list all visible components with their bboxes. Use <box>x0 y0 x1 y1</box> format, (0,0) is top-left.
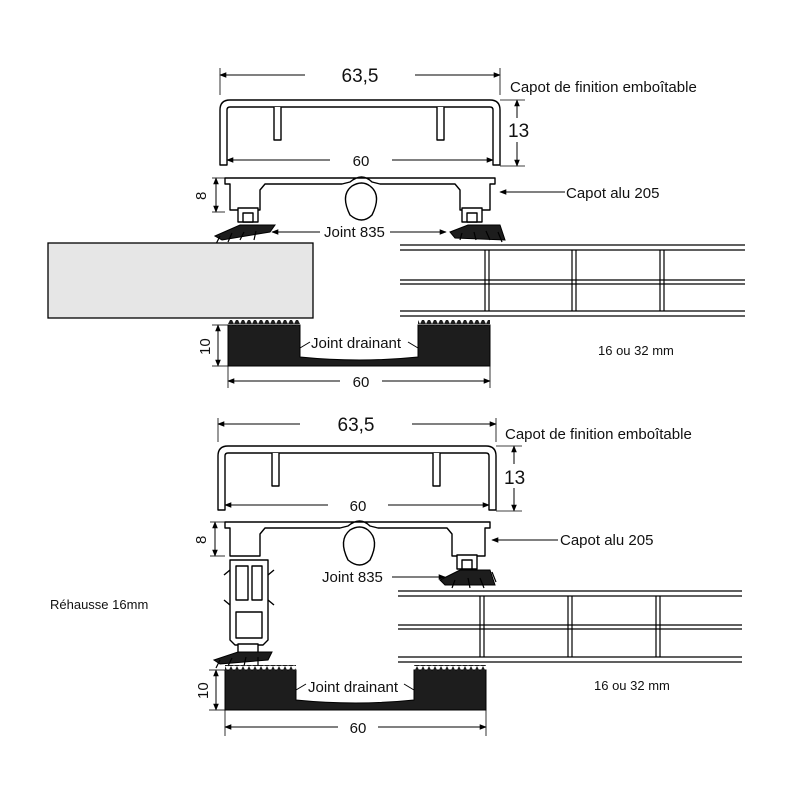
top-base-width-dimension: 60 <box>227 366 491 391</box>
top-base-width-label: 60 <box>353 374 370 391</box>
bottom-section: 63,5 60 13 Capot de finition emboîtable <box>50 415 742 737</box>
bottom-alu-height-dimension: 8 <box>193 521 225 557</box>
bottom-right-gasket-foot <box>439 569 497 589</box>
top-section: 63,5 60 13 Capot de finition emboîtable <box>47 66 745 391</box>
bottom-drain-gasket: Joint drainant <box>224 665 487 711</box>
top-cap-label: Capot de finition emboîtable <box>510 79 697 96</box>
top-cap-inner-dimension: 60 <box>226 153 494 170</box>
top-finishing-cap <box>219 99 501 166</box>
top-drain-label: Joint drainant <box>311 335 402 352</box>
top-cap-height-dimension: 13 <box>500 99 529 167</box>
top-alu-label: Capot alu 205 <box>566 185 659 202</box>
bottom-cap-label: Capot de finition emboîtable <box>505 426 692 443</box>
bottom-joint-callout: Joint 835 <box>322 569 446 586</box>
top-cap-height-label: 13 <box>508 121 529 142</box>
top-alu-height-label: 8 <box>193 192 210 200</box>
top-multiwall-panel <box>400 244 745 317</box>
top-width-label: 63,5 <box>342 66 379 87</box>
top-joint-label: Joint 835 <box>324 224 385 241</box>
bottom-alu-label: Capot alu 205 <box>560 532 653 549</box>
bottom-joint-label: Joint 835 <box>322 569 383 586</box>
top-panel-thickness-label: 16 ou 32 mm <box>598 343 674 358</box>
bottom-cap-inner-label: 60 <box>350 498 367 515</box>
bottom-left-gasket-foot <box>212 651 273 669</box>
bottom-drain-height-label: 10 <box>195 682 212 699</box>
top-gasket-feet <box>213 224 506 245</box>
bottom-cap-height-dimension: 13 <box>496 445 525 512</box>
bottom-alu-height-label: 8 <box>193 536 210 544</box>
top-drain-height-dimension: 10 <box>197 324 228 367</box>
top-alu-cap <box>224 176 496 223</box>
bottom-drain-height-dimension: 10 <box>195 669 225 711</box>
top-alu-height-dimension: 8 <box>193 177 225 213</box>
bottom-width-dimension: 63,5 <box>217 415 497 442</box>
top-drain-gasket: Joint drainant <box>227 320 491 367</box>
bottom-width-label: 63,5 <box>338 415 375 436</box>
bottom-multiwall-panel <box>398 590 742 663</box>
bottom-cap-height-label: 13 <box>504 468 525 489</box>
bottom-base-width-dimension: 60 <box>224 710 487 737</box>
bottom-riser-label: Réhausse 16mm <box>50 597 148 612</box>
top-cap-inner-label: 60 <box>353 153 370 170</box>
top-left-solid-panel <box>47 242 314 319</box>
bottom-cap-inner-dimension: 60 <box>224 498 490 515</box>
bottom-alu-cap <box>224 520 491 570</box>
bottom-panel-thickness-label: 16 ou 32 mm <box>594 678 670 693</box>
top-width-dimension: 63,5 <box>219 66 501 95</box>
bottom-finishing-cap <box>217 445 497 511</box>
top-drain-height-label: 10 <box>197 338 214 355</box>
bottom-base-width-label: 60 <box>350 720 367 737</box>
bottom-riser-profile <box>223 559 275 657</box>
bottom-drain-label: Joint drainant <box>308 679 399 696</box>
top-joint-dimension: Joint 835 <box>271 224 447 241</box>
